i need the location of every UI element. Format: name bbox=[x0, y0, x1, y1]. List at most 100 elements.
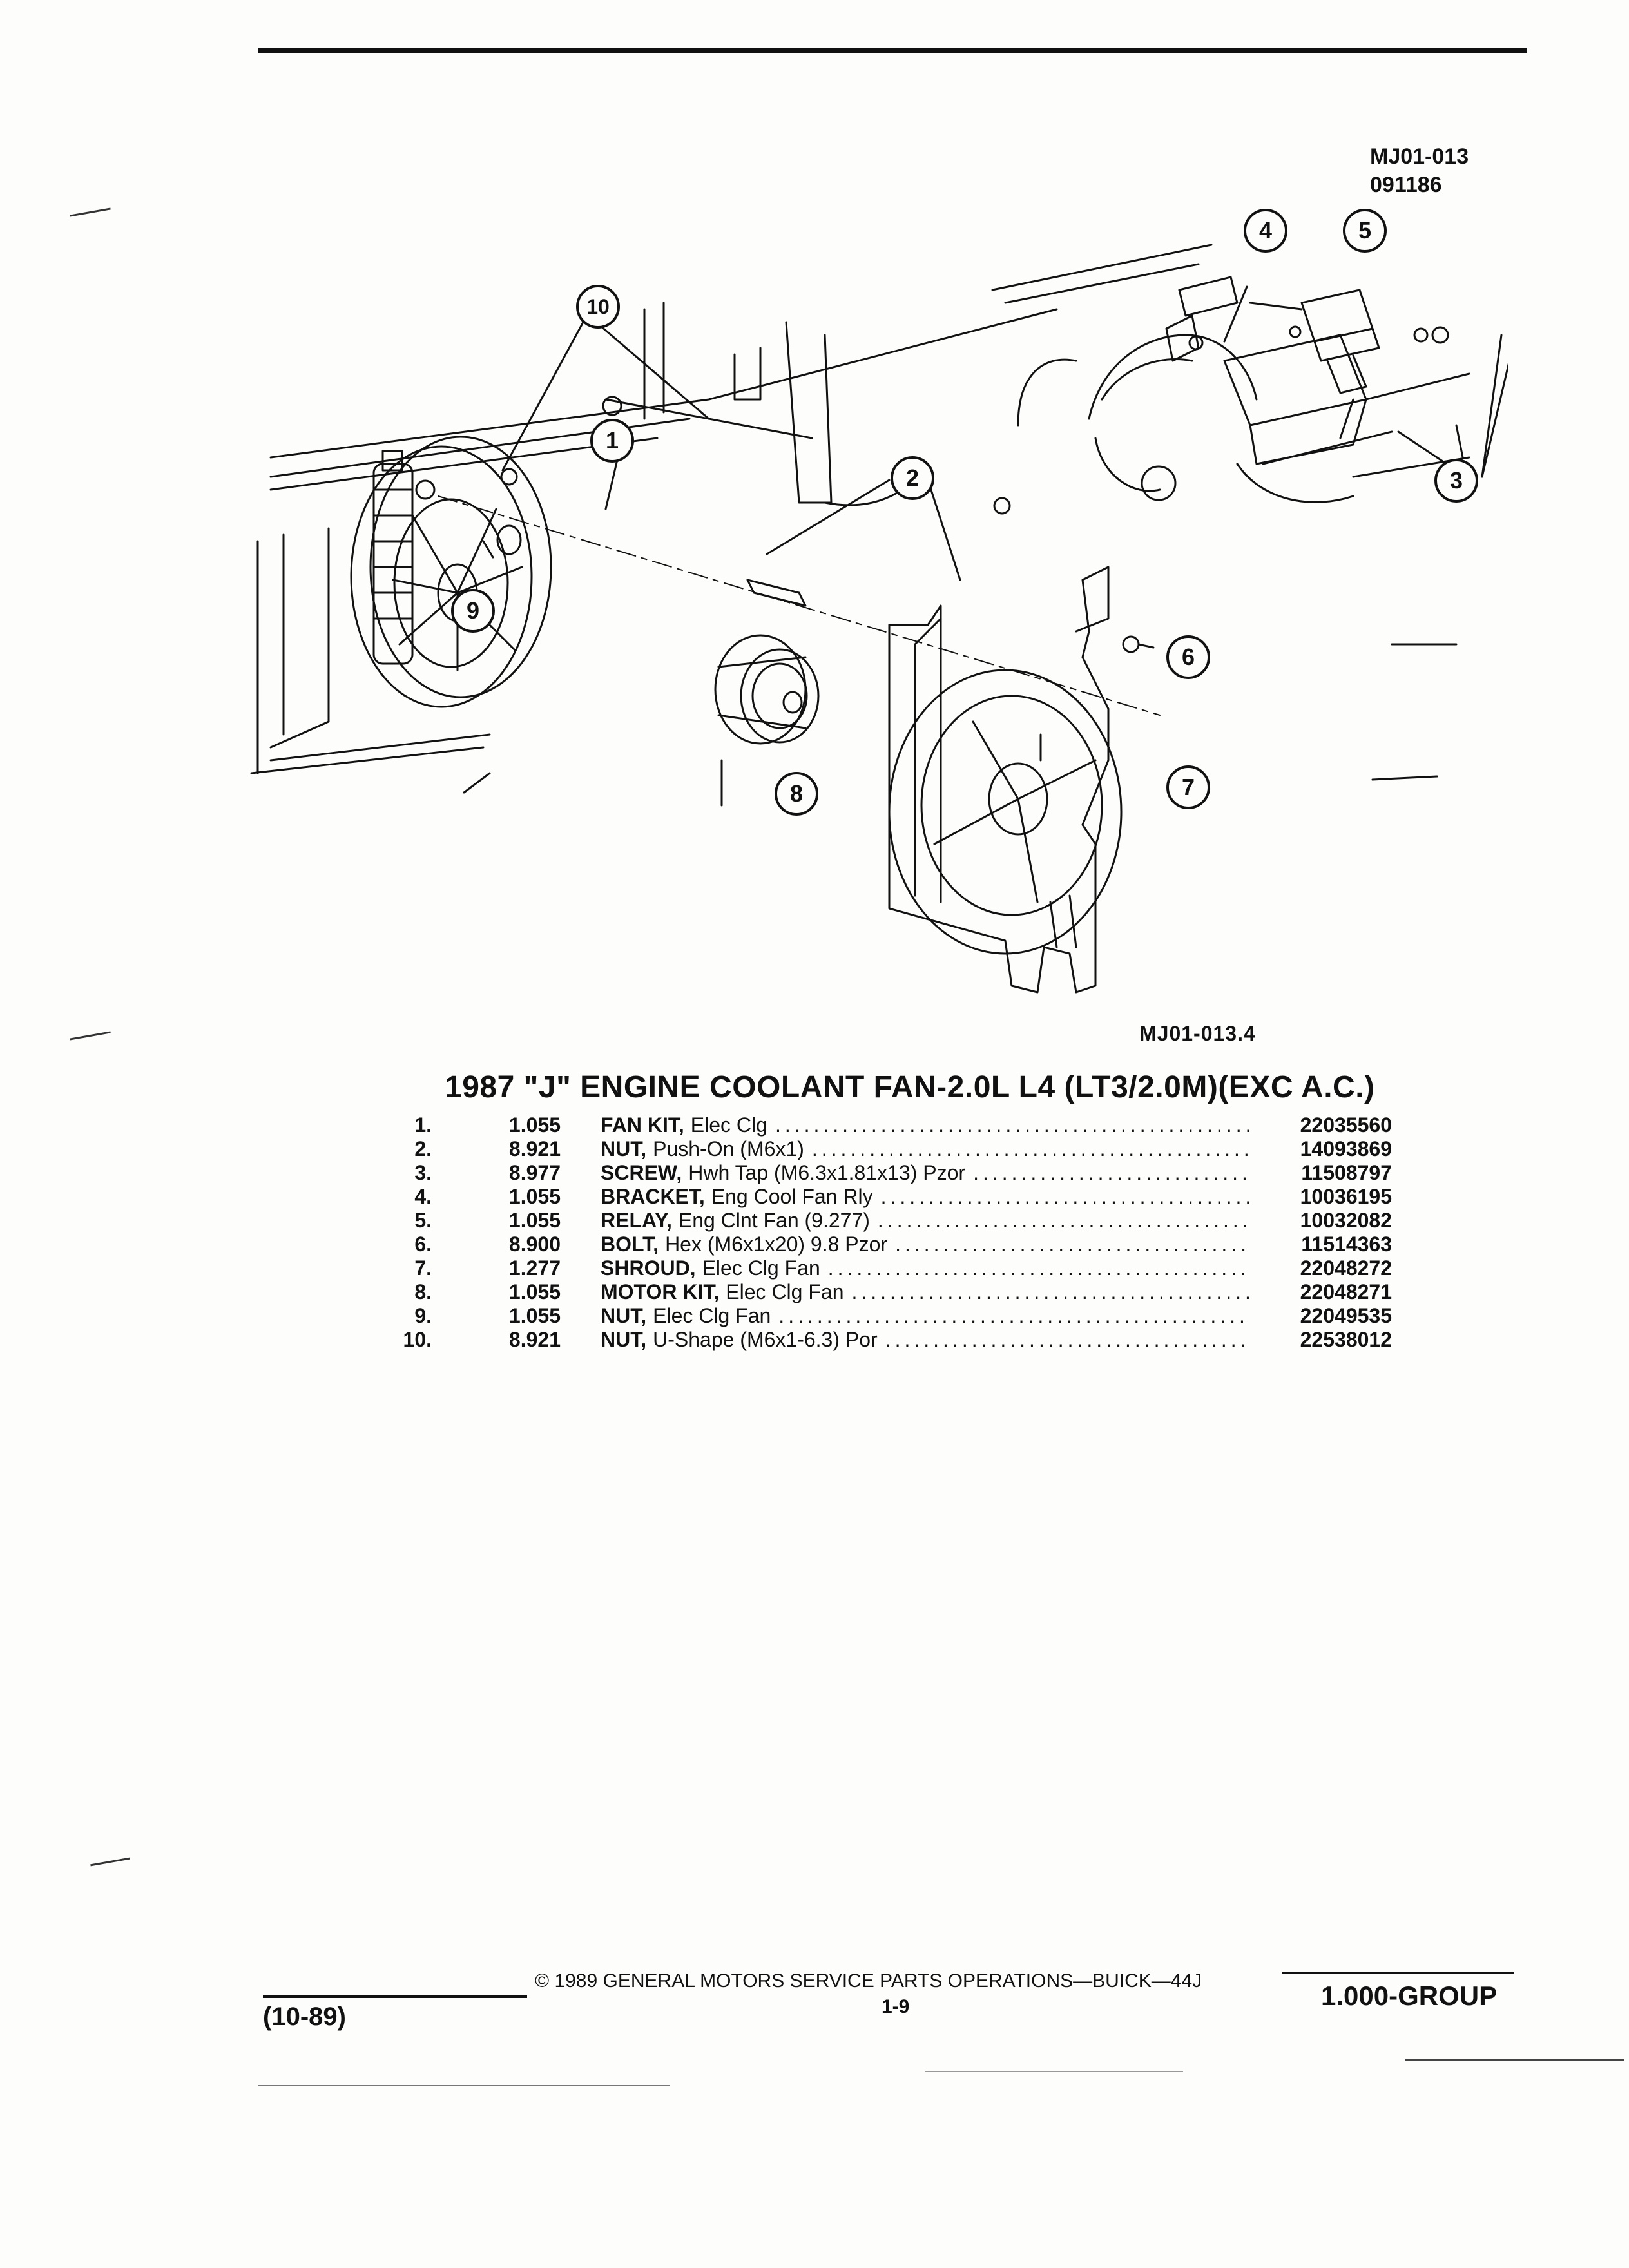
figure-code: MJ01-013.4 bbox=[1139, 1022, 1256, 1045]
part-number: 22035560 bbox=[1300, 1113, 1392, 1137]
dot-leader: ........................................… bbox=[775, 1113, 1249, 1137]
part-detail: Elec Clg Fan bbox=[726, 1280, 844, 1303]
callout-2: 2 bbox=[891, 456, 934, 500]
part-detail: Hwh Tap (M6.3x1.81x13) Pzor bbox=[688, 1161, 966, 1184]
dot-leader: ........................................… bbox=[973, 1161, 1249, 1184]
part-detail: Elec Clg bbox=[690, 1113, 767, 1137]
quantity-code: 1.055 bbox=[508, 1209, 561, 1232]
fan-motor-drawing bbox=[714, 634, 820, 745]
part-detail: Elec Clg Fan bbox=[653, 1304, 771, 1327]
parts-row: 7. 1.277 SHROUD,Elec Clg Fan..............… bbox=[361, 1256, 1392, 1280]
quantity-code: 8.900 bbox=[508, 1233, 561, 1256]
parts-row: 9. 1.055 NUT,Elec Clg Fan.................… bbox=[361, 1304, 1392, 1328]
brake-booster-drawing bbox=[1017, 334, 1470, 503]
part-number: 10036195 bbox=[1300, 1185, 1392, 1208]
radiator-support-drawing bbox=[250, 244, 1213, 774]
quantity-code: 1.055 bbox=[508, 1113, 561, 1137]
parts-row: 1. 1.055 FAN KIT,Elec Clg.................… bbox=[361, 1113, 1392, 1137]
item-number: 1. bbox=[414, 1113, 432, 1137]
item-number: 7. bbox=[414, 1256, 432, 1280]
description: SCREW, Hwh Tap (M6.3x1.81x13) Pzor.......… bbox=[601, 1161, 1257, 1185]
parts-list: 1. 1.055 FAN KIT,Elec Clg.................… bbox=[361, 1113, 1392, 1352]
margin-mark bbox=[90, 1857, 130, 1867]
dot-leader: ........................................… bbox=[778, 1304, 1249, 1327]
description: NUT,Push-On (M6x1)......................… bbox=[601, 1137, 1257, 1161]
ref-code: MJ01-013 bbox=[1370, 144, 1469, 169]
part-name: MOTOR KIT, bbox=[601, 1280, 720, 1303]
description: SHROUD,Elec Clg Fan.....................… bbox=[601, 1256, 1257, 1280]
bracket-relay-drawing bbox=[1165, 276, 1380, 394]
part-detail: Eng Cool Fan Rly bbox=[711, 1185, 873, 1208]
dot-leader: ........................................… bbox=[827, 1256, 1249, 1280]
parts-row: 8. 1.055 MOTOR KIT, Elec Clg Fan...........… bbox=[361, 1280, 1392, 1304]
item-number: 2. bbox=[414, 1137, 432, 1160]
dot-leader: ........................................… bbox=[885, 1328, 1249, 1351]
callout-5: 5 bbox=[1343, 209, 1387, 253]
quantity-code: 1.055 bbox=[508, 1280, 561, 1303]
description: BOLT,Hex (M6x1x20) 9.8 Pzor.............… bbox=[601, 1233, 1257, 1256]
description: NUT,U-Shape (M6x1-6.3) Por..............… bbox=[601, 1328, 1257, 1352]
part-number: 11514363 bbox=[1301, 1233, 1392, 1256]
description: NUT,Elec Clg Fan........................… bbox=[601, 1304, 1257, 1328]
part-name: RELAY, bbox=[601, 1209, 672, 1232]
item-number: 3. bbox=[414, 1161, 432, 1184]
part-name: BOLT, bbox=[601, 1233, 659, 1256]
part-name: BRACKET, bbox=[601, 1185, 705, 1208]
part-detail: Eng Clnt Fan (9.277) bbox=[678, 1209, 870, 1232]
callout-1: 1 bbox=[590, 419, 634, 463]
parts-row: 3. 8.977 SCREW, Hwh Tap (M6.3x1.81x13) Pzor… bbox=[361, 1161, 1392, 1185]
part-number: 10032082 bbox=[1300, 1209, 1392, 1232]
margin-mark bbox=[70, 207, 111, 217]
part-name: NUT, bbox=[601, 1137, 647, 1160]
part-detail: Push-On (M6x1) bbox=[653, 1137, 804, 1160]
part-number: 22048272 bbox=[1300, 1256, 1392, 1280]
description: MOTOR KIT, Elec Clg Fan..................… bbox=[601, 1280, 1257, 1304]
part-number: 11508797 bbox=[1301, 1161, 1392, 1184]
bottom-scan-rule bbox=[925, 2071, 1183, 2072]
page-number: 1-9 bbox=[882, 1996, 910, 2017]
quantity-code: 8.921 bbox=[508, 1328, 561, 1351]
bottom-scan-rule bbox=[258, 2085, 670, 2086]
part-number: 14093869 bbox=[1300, 1137, 1392, 1160]
part-detail: Elec Clg Fan bbox=[702, 1256, 820, 1280]
item-number: 8. bbox=[414, 1280, 432, 1303]
part-number: 22048271 bbox=[1300, 1280, 1392, 1303]
parts-row: 5. 1.055 RELAY, Eng Clnt Fan (9.277).......… bbox=[361, 1209, 1392, 1233]
exploded-parts-illustration bbox=[250, 244, 1508, 994]
quantity-code: 1.055 bbox=[508, 1185, 561, 1208]
quantity-code: 8.977 bbox=[508, 1161, 561, 1184]
date-code: (10-89) bbox=[263, 2003, 346, 2031]
fan-shroud-drawing bbox=[888, 566, 1123, 994]
callout-8: 8 bbox=[775, 772, 818, 816]
callout-leaders bbox=[463, 285, 1508, 807]
dot-leader: ........................................… bbox=[877, 1209, 1249, 1232]
top-rule bbox=[258, 48, 1527, 53]
section-title: 1987 "J" ENGINE COOLANT FAN-2.0L L4 (LT3… bbox=[445, 1070, 1375, 1104]
bottom-scan-rule bbox=[1405, 2059, 1624, 2061]
part-name: FAN KIT, bbox=[601, 1113, 684, 1137]
dot-leader: ........................................… bbox=[880, 1185, 1249, 1208]
callout-9: 9 bbox=[451, 589, 495, 633]
item-number: 6. bbox=[414, 1233, 432, 1256]
assembly-axis-line bbox=[438, 495, 1161, 716]
fan-blade-drawing bbox=[350, 436, 552, 708]
dot-leader: ........................................… bbox=[851, 1280, 1249, 1303]
part-name: NUT, bbox=[601, 1328, 647, 1351]
quantity-code: 1.277 bbox=[508, 1256, 561, 1280]
quantity-code: 1.055 bbox=[508, 1304, 561, 1327]
description: FAN KIT,Elec Clg........................… bbox=[601, 1113, 1257, 1137]
part-name: SCREW, bbox=[601, 1161, 682, 1184]
item-number: 9. bbox=[414, 1304, 432, 1327]
ref-date: 091186 bbox=[1370, 173, 1442, 197]
footer-rule-right bbox=[1282, 1972, 1514, 1974]
coolant-reservoir-drawing bbox=[372, 463, 436, 665]
description: BRACKET, Eng Cool Fan Rly................… bbox=[601, 1185, 1257, 1209]
part-detail: Hex (M6x1x20) 9.8 Pzor bbox=[665, 1233, 888, 1256]
footer-rule-left bbox=[263, 1995, 527, 1998]
part-number: 22049535 bbox=[1300, 1304, 1392, 1327]
part-name: SHROUD, bbox=[601, 1256, 696, 1280]
item-number: 5. bbox=[414, 1209, 432, 1232]
